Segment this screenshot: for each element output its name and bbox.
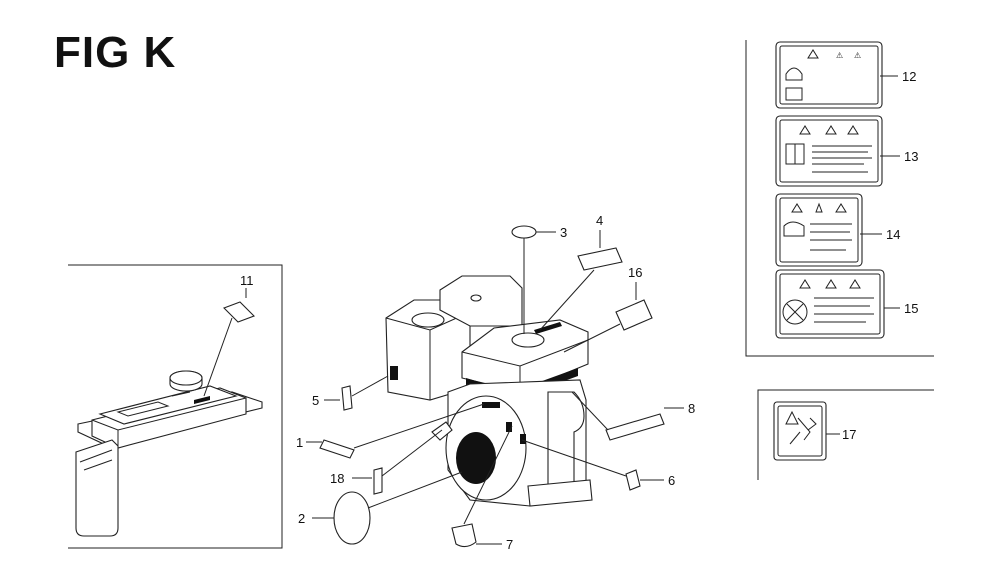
svg-text:⚠: ⚠: [854, 51, 861, 60]
callout-13: 13: [904, 149, 918, 164]
decal-18: [352, 429, 443, 495]
callout-12: 12: [902, 69, 916, 84]
decal-4: [539, 230, 623, 331]
inset-frame-left: [68, 264, 283, 549]
callout-5: 5: [312, 393, 319, 408]
warning-label-15: [775, 269, 900, 339]
callout-2: 2: [298, 511, 305, 526]
callout-11: 11: [240, 273, 254, 288]
svg-text:⚠: ⚠: [836, 51, 843, 60]
callout-8: 8: [688, 401, 695, 416]
figure-title: FIG K: [54, 28, 177, 77]
fuel-tank-illustration: [75, 288, 263, 537]
decal-8: [571, 391, 684, 441]
decal-6: [521, 439, 664, 491]
decal-5: [324, 375, 389, 411]
callout-7: 7: [506, 537, 513, 552]
decal-7: [451, 425, 513, 548]
decal-1: [306, 403, 485, 459]
warning-label-13: [775, 115, 900, 187]
callout-6: 6: [668, 473, 675, 488]
inset-frame-right-top: [745, 40, 934, 357]
engine-illustration: [385, 275, 593, 507]
warning-label-12: ⚠ ⚠: [775, 41, 898, 109]
warning-label-14: [775, 193, 882, 267]
callout-4: 4: [596, 213, 603, 228]
callout-16: 16: [628, 265, 642, 280]
callout-3: 3: [560, 225, 567, 240]
decal-3: [511, 225, 556, 334]
decal-2: [312, 471, 463, 545]
callout-18: 18: [330, 471, 344, 486]
callout-14: 14: [886, 227, 900, 242]
inset-frame-right-bottom: [757, 389, 934, 480]
callout-1: 1: [296, 435, 303, 450]
callout-15: 15: [904, 301, 918, 316]
decal-16: [563, 282, 653, 353]
callout-17: 17: [842, 427, 856, 442]
warning-label-17: [773, 401, 840, 461]
